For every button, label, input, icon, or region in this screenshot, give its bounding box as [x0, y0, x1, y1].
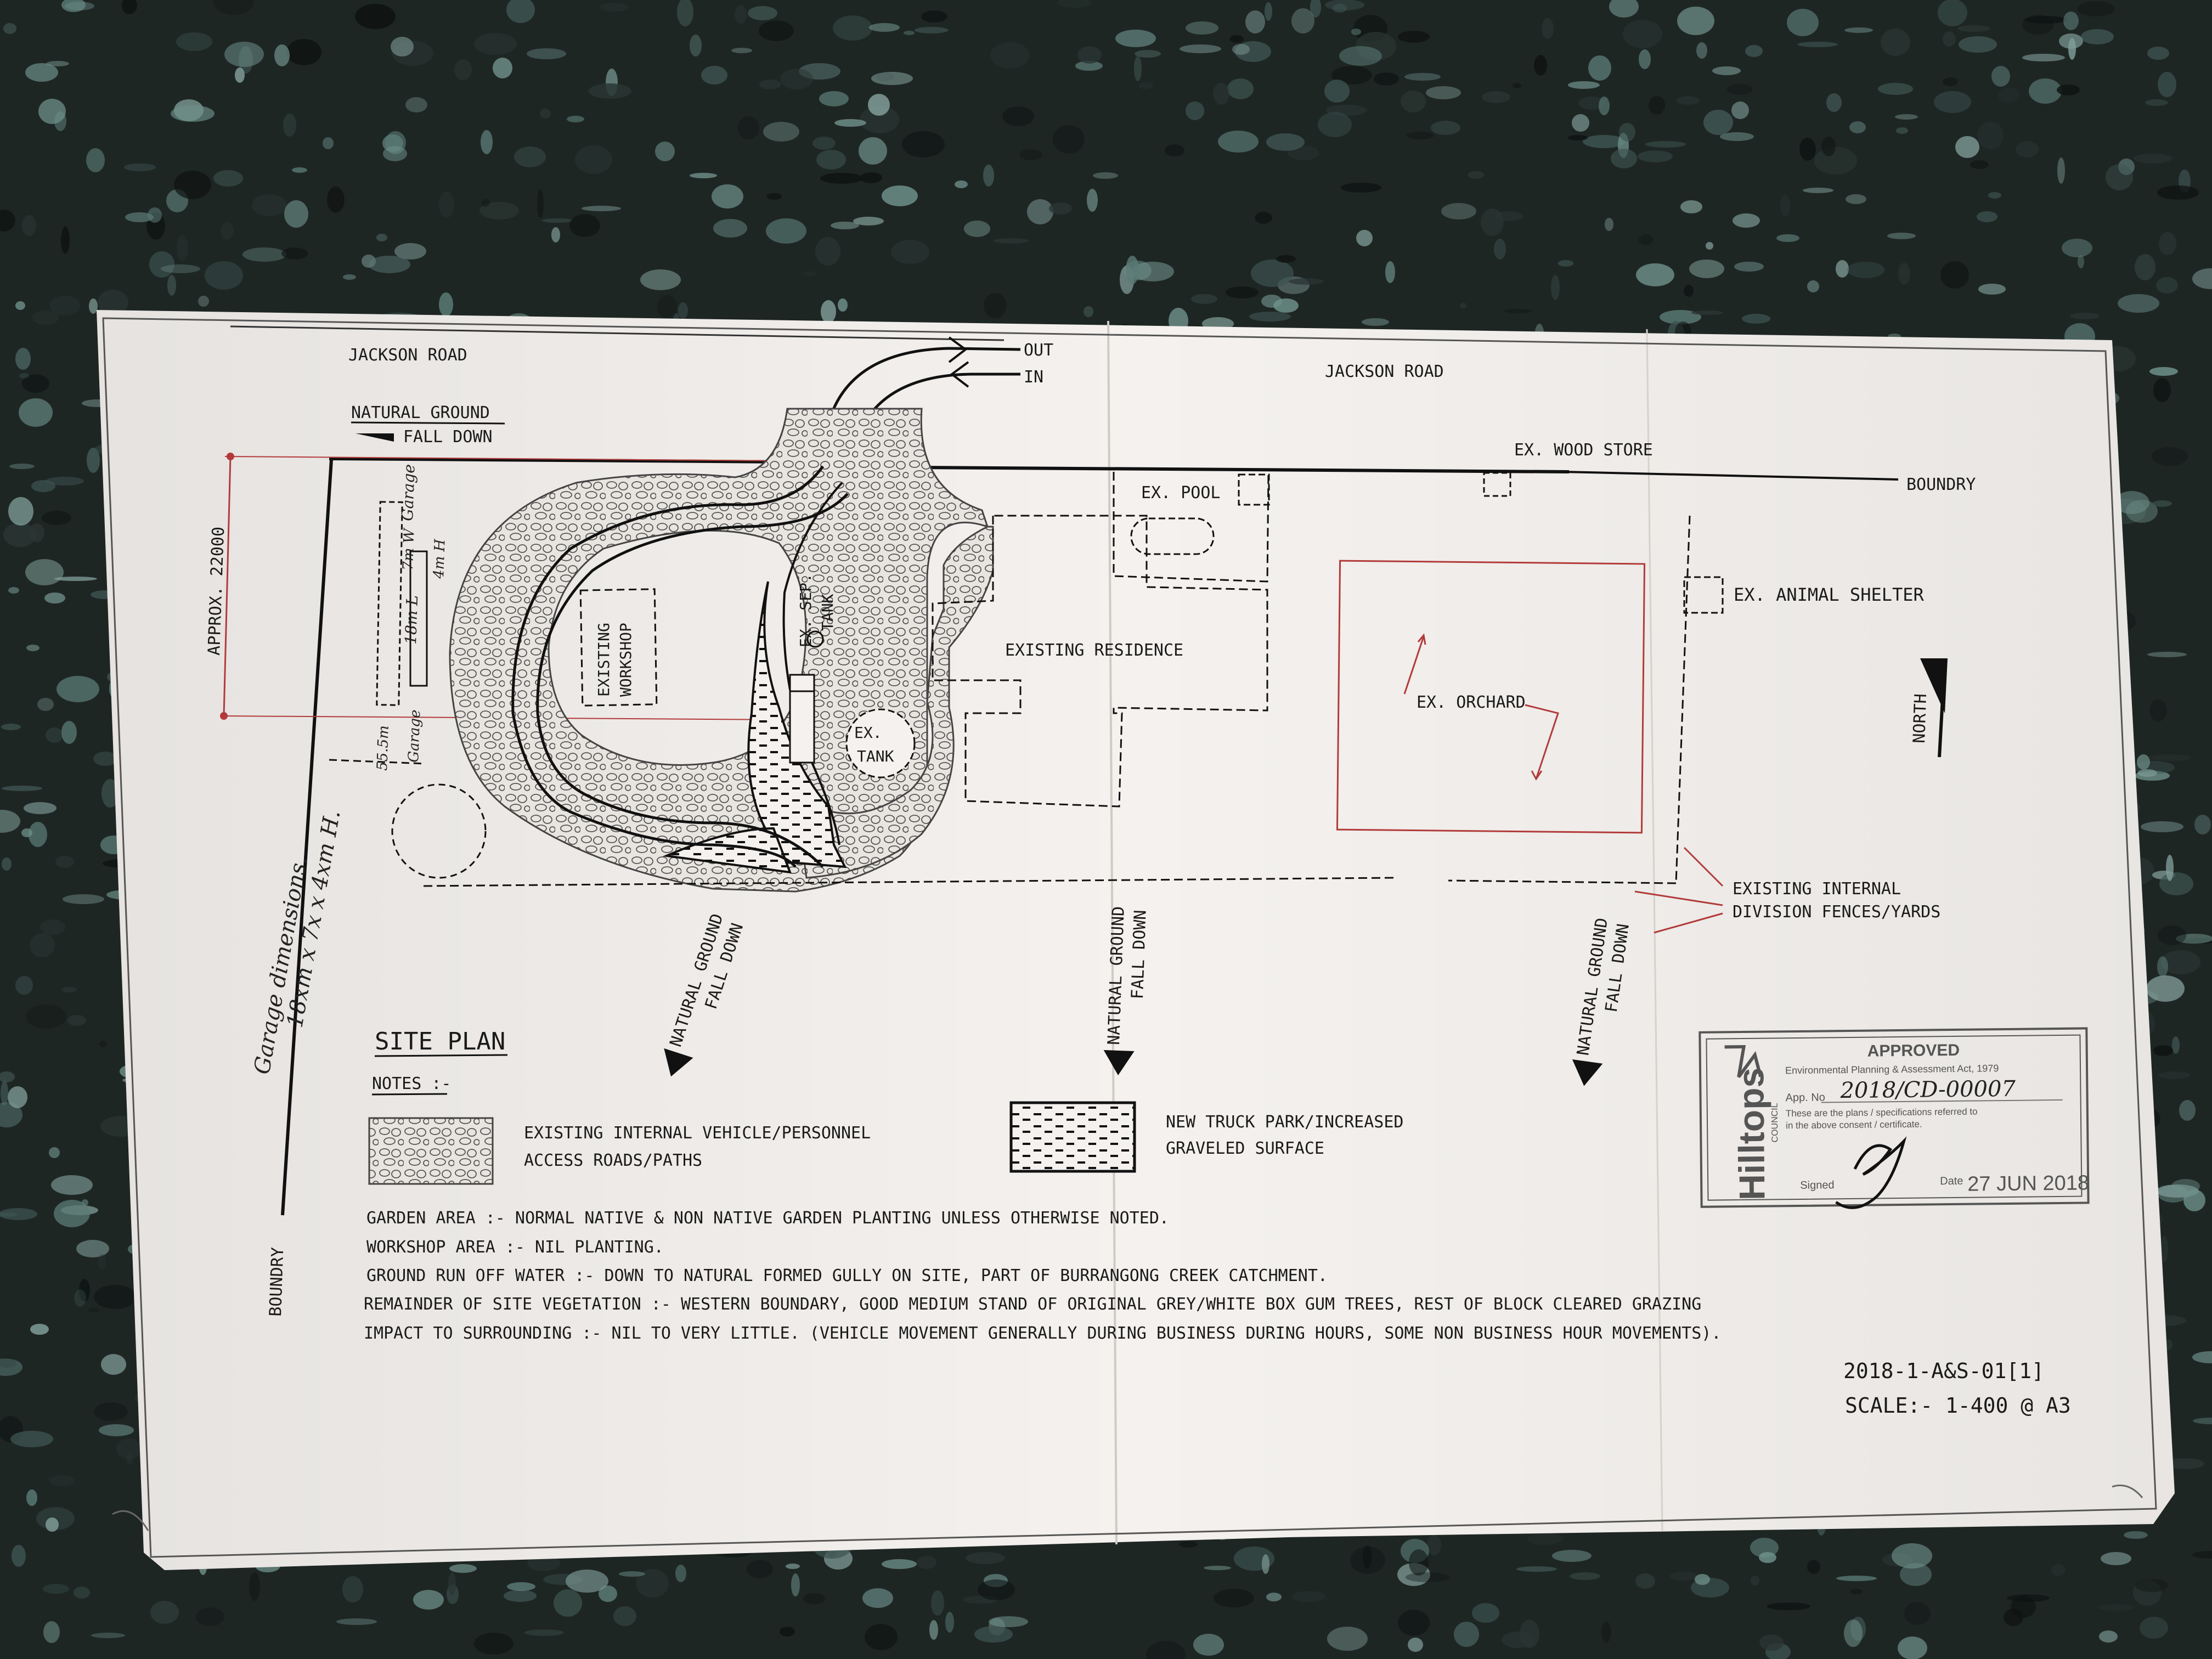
fall-label-bottom-2: NATURAL GROUND FALL DOWN — [1103, 906, 1150, 1075]
sep-tank-label-2: TANK — [819, 594, 837, 631]
council-approval-stamp: Hilltops COUNCIL APPROVED Environmental … — [1699, 1027, 2090, 1209]
workshop-label-1: EXISTING — [595, 623, 613, 697]
note-garden: GARDEN AREA :- NORMAL NATIVE & NON NATIV… — [366, 1209, 1169, 1228]
stamp-date-label: Date — [1940, 1175, 1963, 1187]
boundary-label-top: BOUNDRY — [1906, 475, 1976, 494]
note-workshop: WORKSHOP AREA :- NIL PLANTING. — [366, 1238, 664, 1257]
pool-label: EX. POOL — [1141, 483, 1221, 503]
legend-existing-roads-line1: EXISTING INTERNAL VEHICLE/PERSONNEL — [524, 1124, 871, 1143]
setback-note: 55.5m — [374, 725, 392, 771]
sep-tank-label-1: EX. SEP. — [797, 573, 815, 647]
tank-label-2: TANK — [857, 747, 894, 765]
stamp-signed-label: Signed — [1800, 1179, 1835, 1192]
north-label: NORTH — [1910, 693, 1931, 743]
stamp-signature — [1835, 1136, 1907, 1209]
existing-access-road-loop — [449, 408, 989, 893]
stamp-date: 27 JUN 2018 — [1967, 1171, 2089, 1195]
drawing-scale: SCALE:- 1-400 @ A3 — [1845, 1393, 2071, 1418]
road-label-jackson-left: JACKSON ROAD — [348, 346, 467, 365]
stamp-app-no-label: App. No — [1785, 1091, 1825, 1104]
notes-heading: NOTES :- — [372, 1074, 452, 1093]
dimension-label: APPROX. 22000 — [205, 526, 228, 656]
fall-label-top-line1: NATURAL GROUND — [351, 403, 490, 422]
legend-existing-roads-line2: ACCESS ROADS/PATHS — [524, 1151, 702, 1170]
existing-orchard — [1336, 560, 1646, 834]
svg-text:FALL DOWN: FALL DOWN — [1128, 910, 1150, 1000]
workshop-label-2: WORKSHOP — [617, 623, 635, 697]
garage-label-bottom: Garage — [405, 709, 424, 763]
entry-out-label: OUT — [1024, 341, 1053, 360]
stamp-org-sub: COUNCIL — [1770, 1103, 1780, 1142]
fences-label-2: DIVISION FENCES/YARDS — [1733, 902, 1940, 922]
tank-label-1: EX. — [854, 724, 882, 742]
residence-label: EXISTING RESIDENCE — [1005, 641, 1183, 660]
stamp-text-1: These are the plans / specifications ref… — [1786, 1107, 1978, 1119]
stamp-text-2: in the above consent / certificate. — [1786, 1119, 1922, 1131]
proposed-garage — [376, 501, 403, 706]
drawing-number: 2018-1-A&S-01[1] — [1843, 1359, 2044, 1383]
fall-label-top-line2: FALL DOWN — [403, 427, 493, 447]
stamp-org-logo: Hilltops — [1730, 1067, 1773, 1200]
entry-in-label: IN — [1024, 368, 1043, 387]
legend-truck-park-line2: GRAVELED SURFACE — [1166, 1139, 1324, 1158]
garage-label-top: Garage — [398, 464, 419, 522]
stamp-approved: APPROVED — [1867, 1041, 1960, 1060]
garage-size-height: 4m H — [431, 538, 449, 579]
boundary-label-left: BOUNDRY — [266, 1247, 287, 1317]
garage-size-width: 7m W — [400, 527, 418, 571]
drawing-frame — [102, 317, 2157, 1558]
fences-label-1: EXISTING INTERNAL — [1733, 879, 1901, 899]
garage-size-length: 18m L — [402, 595, 421, 645]
stamp-app-no: 2018/CD-00007 — [1839, 1076, 2016, 1103]
west-boundary-line — [281, 459, 333, 1216]
wood-store-label: EX. WOOD STORE — [1514, 441, 1653, 460]
legend-swatch-truck-park — [1009, 1101, 1136, 1173]
legend-swatch-existing-roads — [368, 1117, 494, 1185]
site-plan-title: SITE PLAN — [375, 1028, 505, 1056]
note-impact: IMPACT TO SURROUNDING :- NIL TO VERY LIT… — [364, 1324, 1721, 1343]
note-vegetation: REMAINDER OF SITE VEGETATION :- WESTERN … — [364, 1295, 1701, 1314]
existing-workshop — [579, 588, 658, 707]
north-arrow — [1920, 658, 1948, 713]
animal-shelter-label: EX. ANIMAL SHELTER — [1734, 584, 1925, 605]
orchard-label: EX. ORCHARD — [1417, 693, 1526, 712]
animal-shelter — [1683, 576, 1724, 614]
existing-residence — [932, 515, 1268, 808]
stamp-act: Environmental Planning & Assessment Act,… — [1785, 1063, 1999, 1076]
legend-truck-park-line1: NEW TRUCK PARK/INCREASED — [1166, 1113, 1403, 1132]
existing-tank — [845, 708, 916, 778]
fall-arrow-top — [356, 433, 394, 442]
existing-pool — [1130, 517, 1215, 555]
note-runoff: GROUND RUN OFF WATER :- DOWN TO NATURAL … — [366, 1266, 1328, 1285]
road-label-jackson-right: JACKSON ROAD — [1325, 362, 1444, 381]
